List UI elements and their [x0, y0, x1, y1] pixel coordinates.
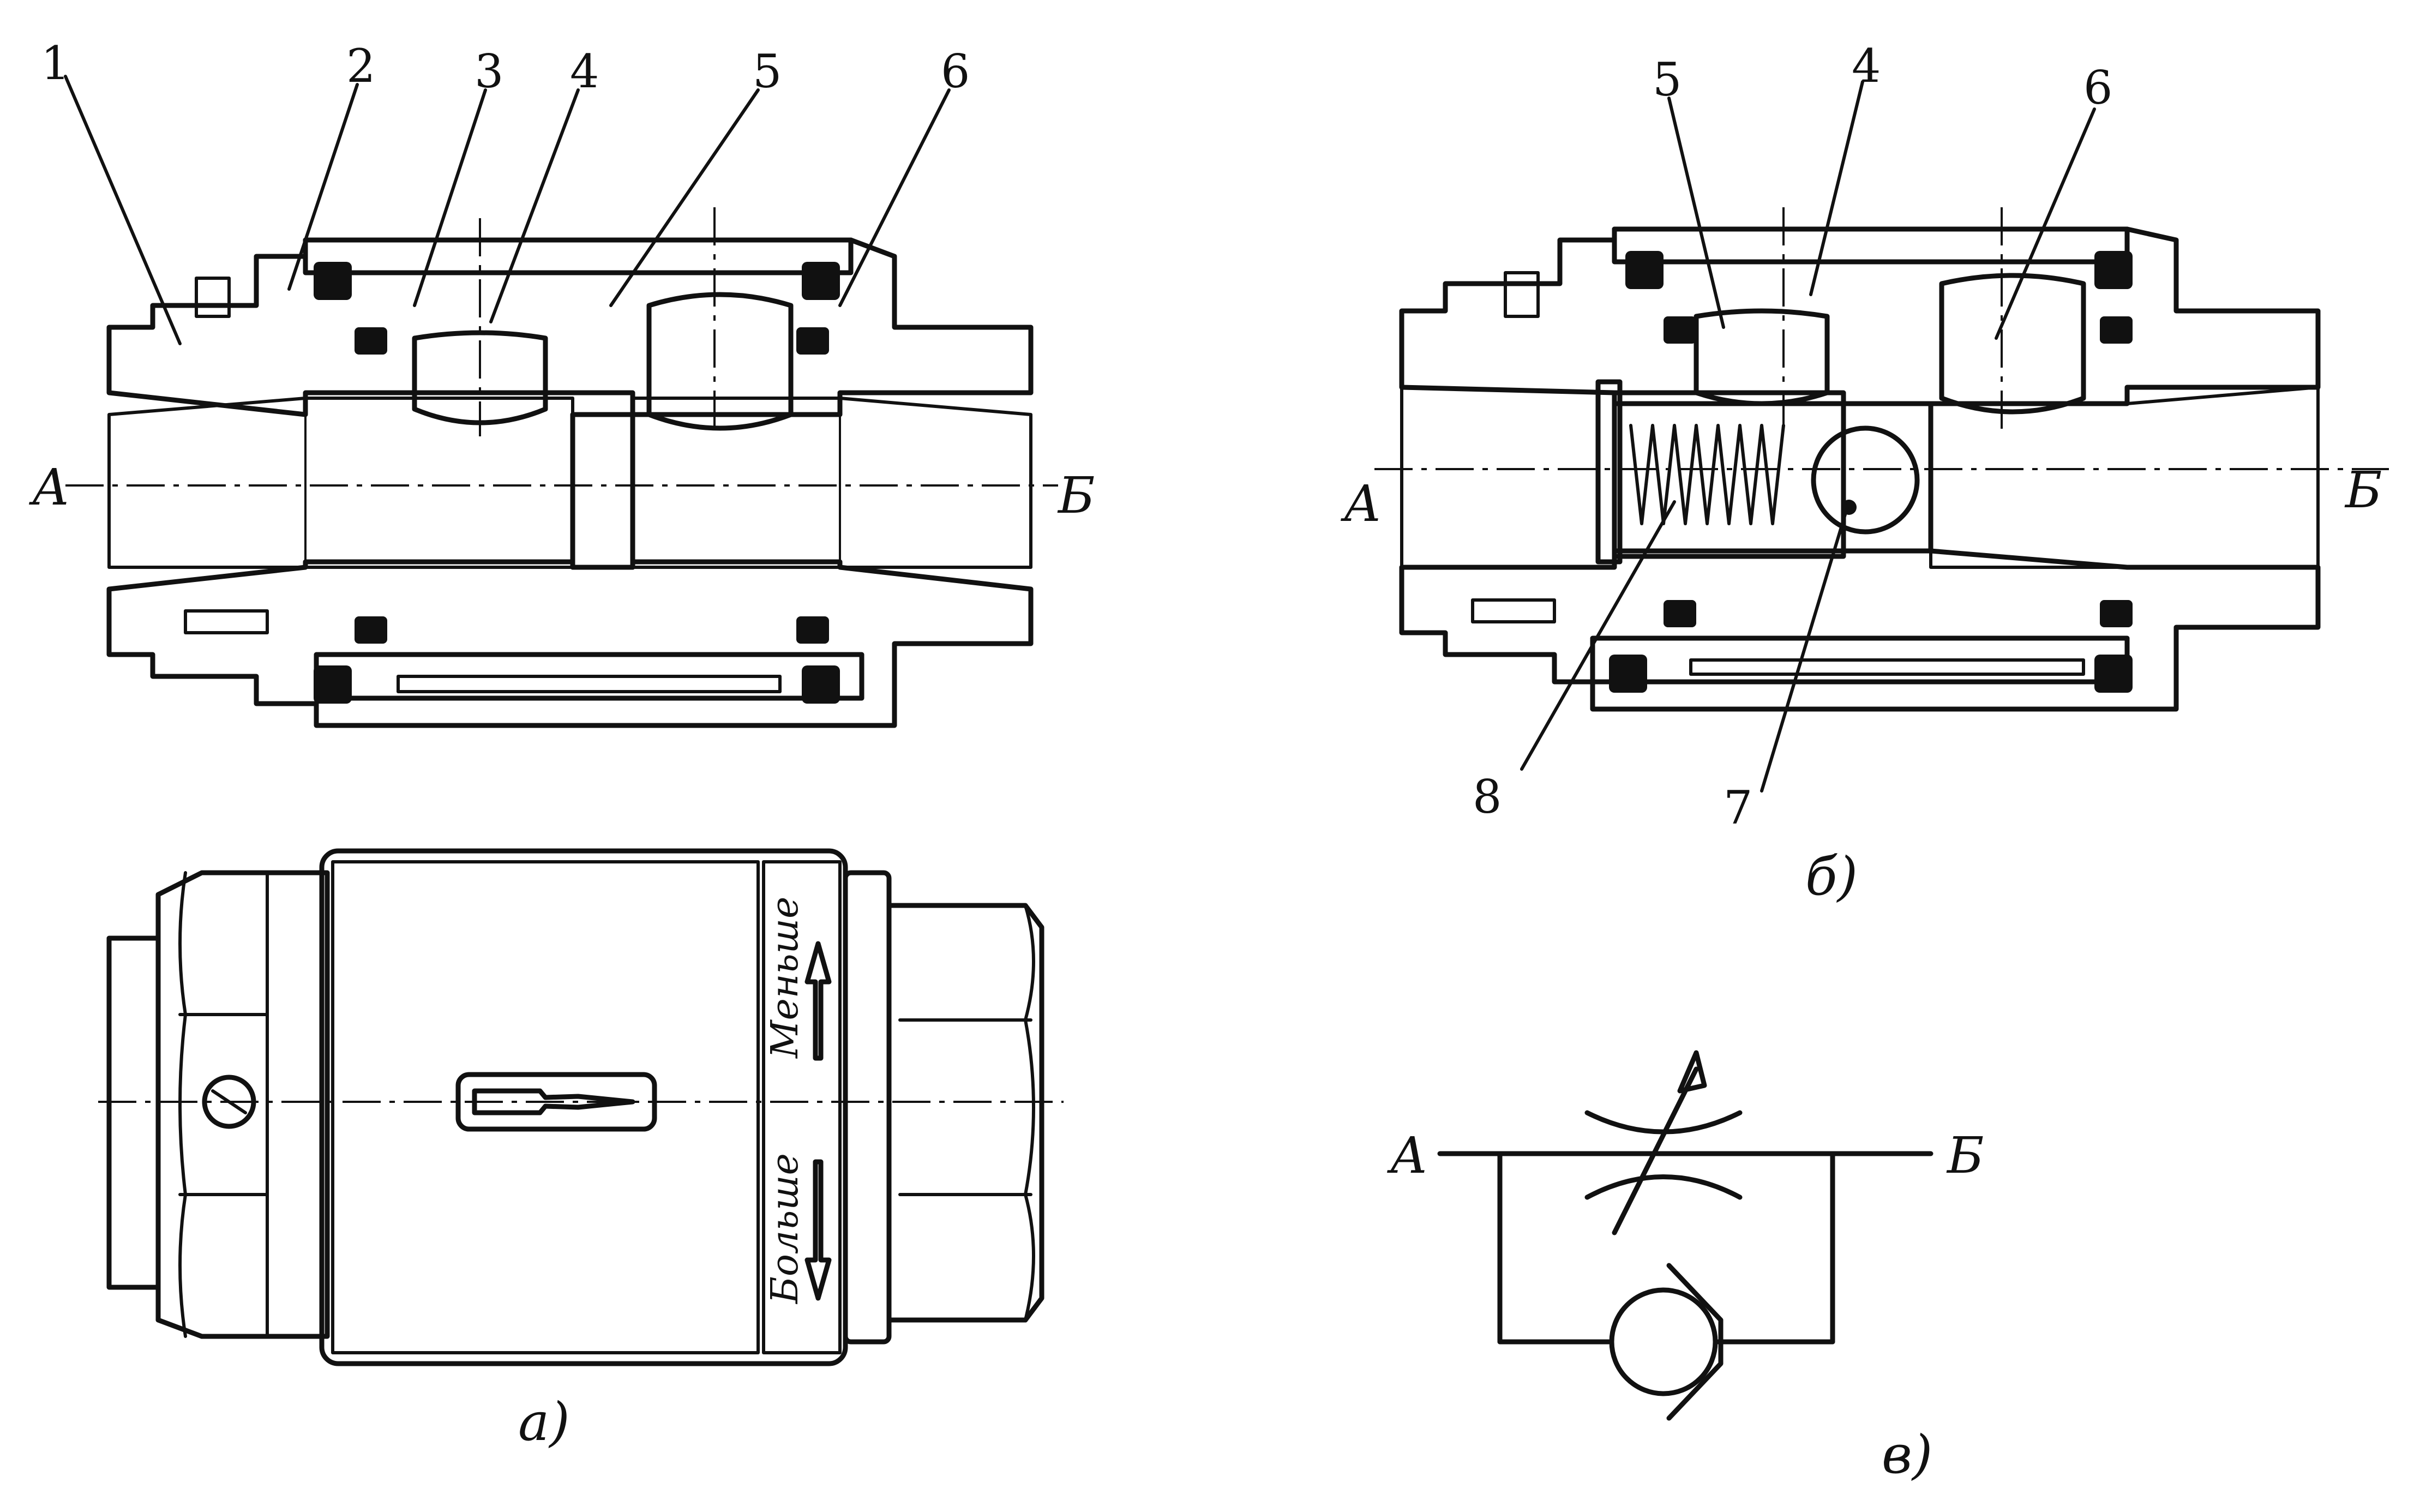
pocket-left — [412, 330, 548, 425]
seal — [2094, 655, 2133, 693]
port-b-label-c: Б — [1946, 1126, 1984, 1185]
seal — [2094, 251, 2133, 289]
indicator-arrow-icon — [472, 1088, 635, 1115]
throttle-arc-bottom — [1584, 1174, 1743, 1200]
callout-8: 8 — [1473, 770, 1502, 824]
ridged-ring — [843, 870, 892, 1345]
callout-4b: 4 — [1852, 39, 1881, 93]
hex-nut-left — [155, 870, 330, 1339]
body-lower — [106, 559, 1034, 728]
seal — [2100, 316, 2133, 344]
seal — [802, 665, 840, 704]
seal — [796, 616, 829, 644]
slot-bottom — [397, 675, 782, 693]
port-a-label: A — [28, 458, 69, 517]
bore-right — [631, 397, 1032, 569]
body-lower-b — [1399, 548, 2321, 712]
seal — [1625, 251, 1664, 289]
port-a-label-b: A — [1340, 475, 1380, 533]
caption-c: в) — [1882, 1424, 1932, 1485]
check-valve-seat — [1666, 1263, 1724, 1421]
seal — [796, 327, 829, 355]
seal — [314, 262, 352, 300]
adjust-arrow-icon — [1612, 1066, 1699, 1235]
seal — [1609, 655, 1647, 693]
seal — [355, 327, 387, 355]
pin-bottom — [184, 609, 269, 634]
seal — [2100, 600, 2133, 627]
callout-6b: 6 — [2083, 61, 2112, 115]
seal — [802, 262, 840, 300]
arrow-down-icon — [804, 1159, 832, 1301]
caption-a: а) — [518, 1391, 570, 1453]
seal — [355, 616, 387, 644]
view-b-section: 5 4 6 8 7 A Б б) — [1340, 39, 2389, 907]
body-upper — [106, 237, 1034, 570]
callout-5: 5 — [753, 45, 782, 98]
port-b-label-b: Б — [2344, 461, 2382, 519]
arrow-up-icon — [804, 941, 832, 1061]
seal — [1664, 316, 1696, 344]
dial-text-more: Больше — [764, 1153, 807, 1305]
port-a-label-c: A — [1386, 1126, 1427, 1185]
spring — [1629, 424, 1785, 525]
seal — [314, 665, 352, 704]
sleeve-top — [303, 237, 854, 275]
callout-6: 6 — [941, 45, 970, 98]
callout-2: 2 — [346, 39, 375, 93]
spring-chamber — [1612, 390, 1846, 559]
callout-5b: 5 — [1653, 53, 1682, 106]
knurl-area — [331, 860, 760, 1354]
check-ball — [1811, 425, 1920, 535]
callout-4: 4 — [570, 45, 599, 98]
screw — [195, 277, 231, 318]
view-c-symbol: A Б в) — [1386, 1050, 1984, 1485]
throttle-arc-top — [1584, 1110, 1743, 1135]
callout-1: 1 — [41, 37, 70, 90]
view-a-section: 1 2 3 4 5 6 A Б — [28, 37, 1095, 728]
hex-nut-right — [886, 903, 1044, 1323]
check-valve-ball — [1609, 1287, 1718, 1396]
port-b-label: Б — [1057, 466, 1095, 525]
dial-text-less: Меньше — [764, 897, 807, 1059]
callout-3: 3 — [475, 45, 503, 98]
caption-b: б) — [1805, 846, 1858, 907]
bore-left — [107, 397, 574, 569]
view-a-exterior: Меньше Больше а) — [98, 848, 1064, 1453]
pocket-right — [646, 292, 794, 431]
callout-7: 7 — [1724, 781, 1752, 835]
seal — [1664, 600, 1696, 627]
